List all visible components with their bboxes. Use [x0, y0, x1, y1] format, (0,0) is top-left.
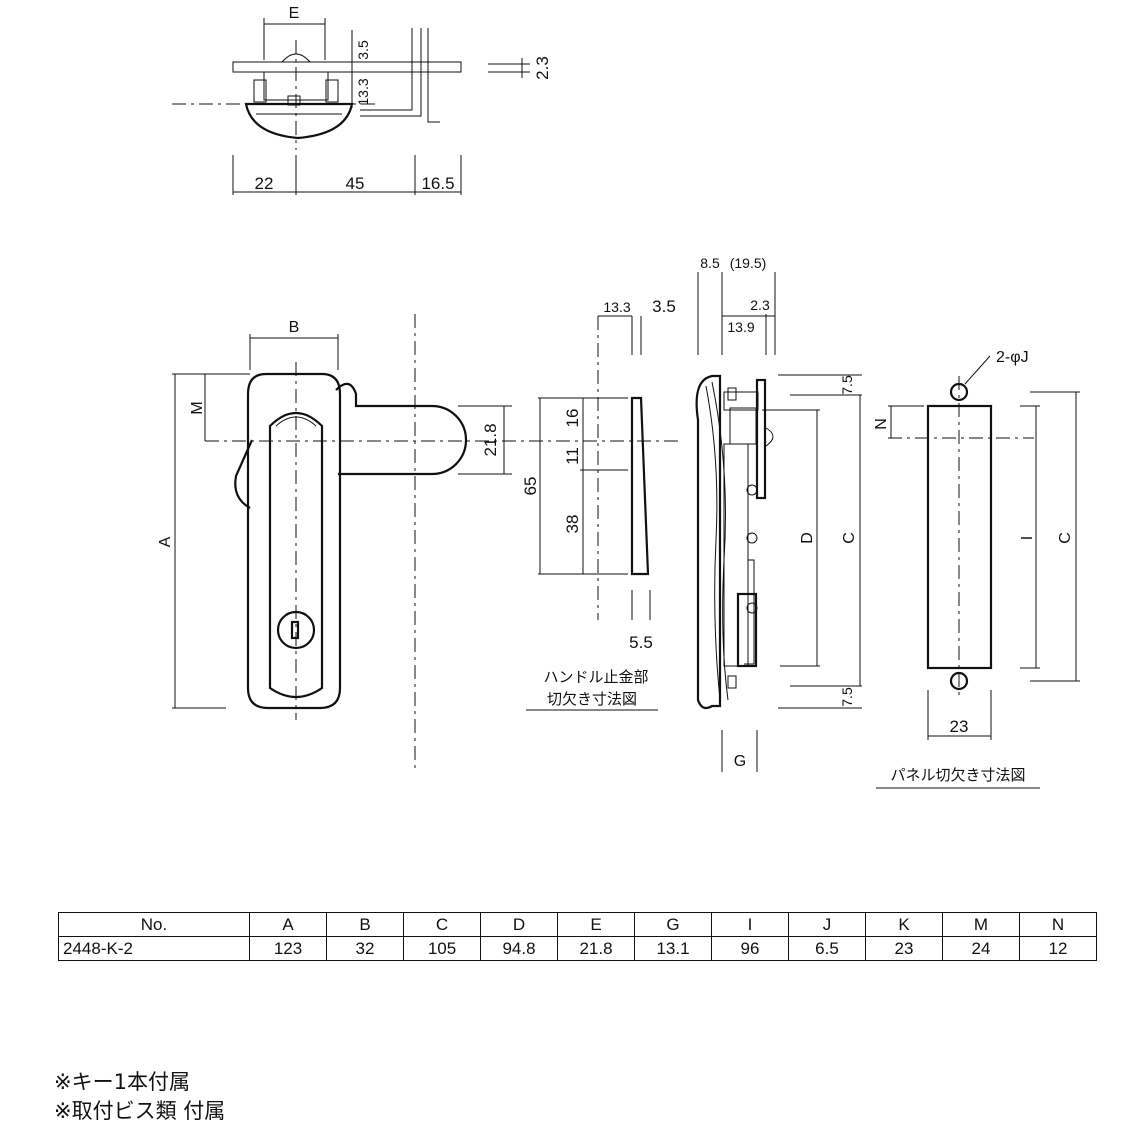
table-header-cell: K [865, 912, 943, 937]
notes: ※キー1本付属 ※取付ビス類 付属 [54, 1068, 225, 1126]
spec-table: No. A B C D E G I J K M N 2448-K-2 123 3… [58, 912, 1097, 961]
table-cell: 94.8 [480, 936, 558, 961]
stopper-caption-line2: 切欠き寸法図 [547, 691, 637, 708]
table-row: 2448-K-2 123 32 105 94.8 21.8 13.1 96 6.… [58, 936, 1097, 961]
side-dim-g: G [734, 753, 746, 770]
table-cell: 2448-K-2 [58, 936, 250, 961]
stopper-dim-13-3: 13.3 [603, 299, 630, 315]
side-dim-13-9: 13.9 [727, 319, 754, 335]
panel-dim-23: 23 [950, 717, 969, 736]
table-header-row: No. A B C D E G I J K M N [58, 912, 1097, 937]
table-cell: 13.1 [634, 936, 712, 961]
table-header-cell: No. [58, 912, 250, 937]
note-screws-included: ※取付ビス類 付属 [54, 1099, 226, 1123]
side-dim-19-5: (19.5) [730, 255, 767, 271]
top-dim-13-3: 13.3 [355, 78, 371, 105]
side-dim-7-5-top: 7.5 [839, 375, 855, 395]
top-dim-2-3: 2.3 [533, 56, 552, 80]
table-header-cell: N [1019, 912, 1097, 937]
side-view: 8.5 (19.5) 2.3 13.9 7.5 7.5 D [695, 255, 862, 772]
table-cell: 123 [249, 936, 327, 961]
panel-dim-c: C [1057, 532, 1074, 544]
top-dim-3-5: 3.5 [355, 40, 371, 60]
stopper-dim-5-5: 5.5 [629, 633, 653, 652]
top-dim-22: 22 [255, 174, 274, 193]
stopper-dim-65: 65 [521, 477, 540, 496]
stopper-dim-38: 38 [563, 515, 582, 534]
panel-dim-phi-j: 2-φJ [996, 349, 1029, 366]
table-header-cell: A [249, 912, 327, 937]
table-cell: 23 [865, 936, 943, 961]
panel-view: 2-φJ N I C 23 パネル切欠き寸法図 [873, 349, 1080, 789]
side-dim-7-5-bottom: 7.5 [839, 687, 855, 707]
top-dim-16-5: 16.5 [421, 174, 454, 193]
table-cell: 24 [942, 936, 1020, 961]
table-cell: 12 [1019, 936, 1097, 961]
table-header-cell: C [403, 912, 481, 937]
stopper-view: 13.3 3.5 65 16 11 38 5.5 ハンドル止金部 切欠き寸法図 [521, 297, 676, 711]
panel-dim-i: I [1019, 536, 1036, 540]
stopper-caption-line1: ハンドル止金部 [543, 669, 648, 686]
stopper-dim-11: 11 [563, 447, 582, 465]
table-header-cell: D [480, 912, 558, 937]
front-view: B M A 21.8 [157, 314, 680, 770]
side-dim-2-3: 2.3 [750, 297, 770, 313]
table-header-cell: J [788, 912, 866, 937]
table-cell: 96 [711, 936, 789, 961]
top-dim-e: E [289, 5, 300, 22]
stopper-dim-16: 16 [563, 409, 582, 428]
table-cell: 21.8 [557, 936, 635, 961]
panel-dim-n: N [873, 418, 890, 430]
table-cell: 6.5 [788, 936, 866, 961]
stopper-dim-3-5: 3.5 [652, 297, 676, 316]
table-header-cell: B [326, 912, 404, 937]
top-view: E 3.5 13.3 2.3 22 45 16.5 [172, 5, 552, 195]
panel-caption: パネル切欠き寸法図 [890, 767, 1025, 784]
table-header-cell: G [634, 912, 712, 937]
table-header-cell: E [557, 912, 635, 937]
front-dim-21-8: 21.8 [481, 423, 500, 456]
table-cell: 105 [403, 936, 481, 961]
top-dim-45: 45 [346, 174, 365, 193]
table-header-cell: M [942, 912, 1020, 937]
side-dim-8-5: 8.5 [700, 255, 720, 271]
note-key-included: ※キー1本付属 [54, 1070, 190, 1094]
table-header-cell: I [711, 912, 789, 937]
front-dim-m: M [189, 401, 206, 414]
side-dim-d: D [799, 532, 816, 544]
side-dim-c: C [841, 532, 858, 544]
table-cell: 32 [326, 936, 404, 961]
front-dim-b: B [289, 319, 300, 336]
front-dim-a: A [157, 536, 174, 547]
